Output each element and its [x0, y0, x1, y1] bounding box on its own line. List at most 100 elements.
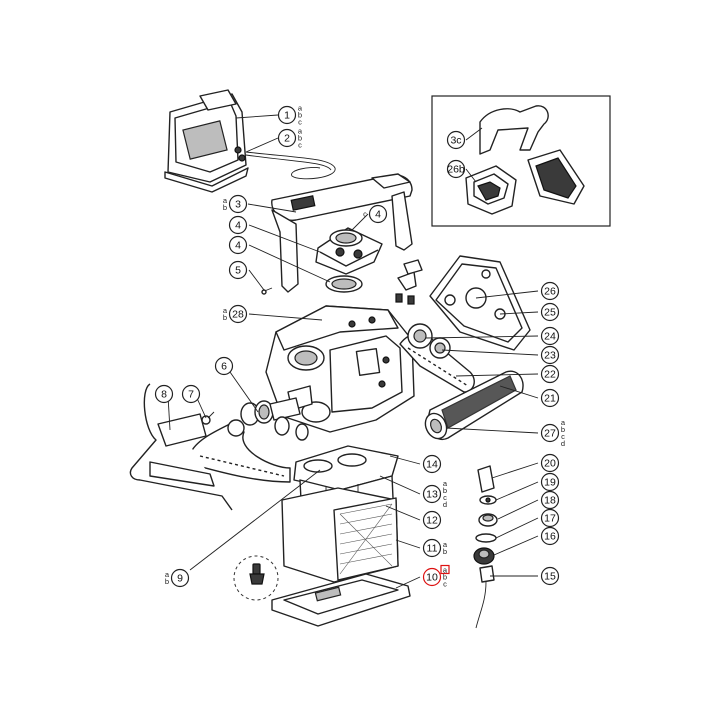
callout-number: 19 [544, 477, 556, 489]
variant-letter: a [443, 540, 448, 549]
small-parts-stack-drawing [473, 465, 498, 629]
variant-letter: b [443, 547, 447, 556]
variant-letter: d [561, 439, 565, 448]
thumbscrew-inset-drawing [233, 555, 279, 601]
callout-circle [540, 388, 560, 408]
callout-15: 15 [540, 566, 560, 586]
callout-number: 4 [235, 240, 241, 252]
callout-number: 22 [544, 369, 556, 381]
pipe-fittings-drawing [240, 397, 309, 441]
callout-number: 23 [544, 350, 556, 362]
filter-canister-drawing [271, 445, 411, 627]
callout-3c: 3c [446, 130, 466, 150]
callout-12: 12 [422, 510, 442, 530]
callout-number: 4 [375, 209, 381, 221]
variant-letter: c [443, 580, 447, 589]
callout-26: 26 [540, 281, 560, 301]
callout-number: 25 [544, 307, 556, 319]
callout-number: 5 [235, 265, 241, 277]
callout-number: 2 [284, 133, 290, 145]
variant-letter: a [561, 418, 566, 427]
callout-25: 25 [540, 302, 560, 322]
callout-circle [540, 345, 560, 365]
callout-number: 27 [544, 428, 556, 440]
power-supply-drawing [164, 89, 249, 193]
callout-circle [228, 235, 248, 255]
callout-number: 28 [232, 309, 244, 321]
callout-number: 7 [188, 389, 194, 401]
right-track-drawing [399, 323, 475, 393]
callout-circle [422, 538, 442, 558]
callout-circle [540, 508, 560, 528]
handle-drawing [271, 173, 413, 293]
callout-circle [422, 567, 442, 587]
callout-number: 14 [426, 459, 438, 471]
callout-circle [228, 215, 248, 235]
inset-box [431, 95, 611, 227]
callout-circle [228, 304, 248, 324]
callout-16: 16 [540, 526, 560, 546]
callout-circle [277, 105, 297, 125]
callout-circle [540, 302, 560, 322]
variant-letter: d [443, 500, 447, 509]
bumper-frame-drawing [129, 383, 233, 511]
callout-4: 4c [363, 204, 388, 224]
callout-7: 7 [181, 384, 201, 404]
callout-circle [540, 326, 560, 346]
variant-letter: a [165, 570, 170, 579]
callout-number: 1 [284, 110, 290, 122]
variant-letter: b [443, 486, 447, 495]
callout-4: 4 [228, 235, 248, 255]
callout-circle [422, 510, 442, 530]
callout-8: 8 [154, 384, 174, 404]
callout-10: 10 abc [422, 564, 450, 589]
callout-24: 24 [540, 326, 560, 346]
callout-circle [540, 566, 560, 586]
callout-number: 15 [544, 571, 556, 583]
callout-number: 10 [426, 572, 438, 584]
callout-circle [540, 490, 560, 510]
callout-circle [181, 384, 201, 404]
variant-letter: b [298, 111, 302, 120]
callout-circle [446, 159, 466, 179]
callout-9: 9ab [165, 568, 190, 588]
variant-letter: b [223, 203, 227, 212]
callout-circle [540, 423, 560, 443]
variant-letter: c [363, 210, 367, 219]
callout-circle [277, 128, 297, 148]
callout-number: 20 [544, 458, 556, 470]
variant-letter: a [223, 306, 228, 315]
callout-21: 21 [540, 388, 560, 408]
variant-letter: a [443, 566, 448, 575]
callout-circle [540, 526, 560, 546]
callout-number: 9 [177, 573, 183, 585]
variant-letter: b [443, 573, 447, 582]
variant-letter: c [298, 141, 302, 150]
highlight-box [440, 564, 450, 575]
leader-lines [167, 114, 539, 589]
brush-roller-drawing [424, 370, 524, 441]
callout-17: 17 [540, 508, 560, 528]
callout-3: 3ab [223, 194, 248, 214]
callout-22: 22 [540, 364, 560, 384]
callout-number: 11 [427, 543, 438, 555]
variant-letter: c [298, 118, 302, 127]
callout-circle [540, 281, 560, 301]
callout-4: 4 [228, 215, 248, 235]
callout-11: 11 ab [422, 538, 448, 558]
callout-number: 13 [426, 489, 438, 501]
callout-number: 17 [544, 513, 556, 525]
callout-5: 5 [228, 260, 248, 280]
callout-number: 26 [544, 286, 556, 298]
left-track-drawing [189, 419, 291, 483]
callout-20: 20 [540, 453, 560, 473]
callout-number: 3c [450, 135, 461, 147]
main-body-drawing [265, 305, 415, 433]
callout-circle [228, 260, 248, 280]
callout-circle [540, 364, 560, 384]
callout-number: 24 [544, 331, 556, 343]
variant-letter: c [443, 493, 447, 502]
